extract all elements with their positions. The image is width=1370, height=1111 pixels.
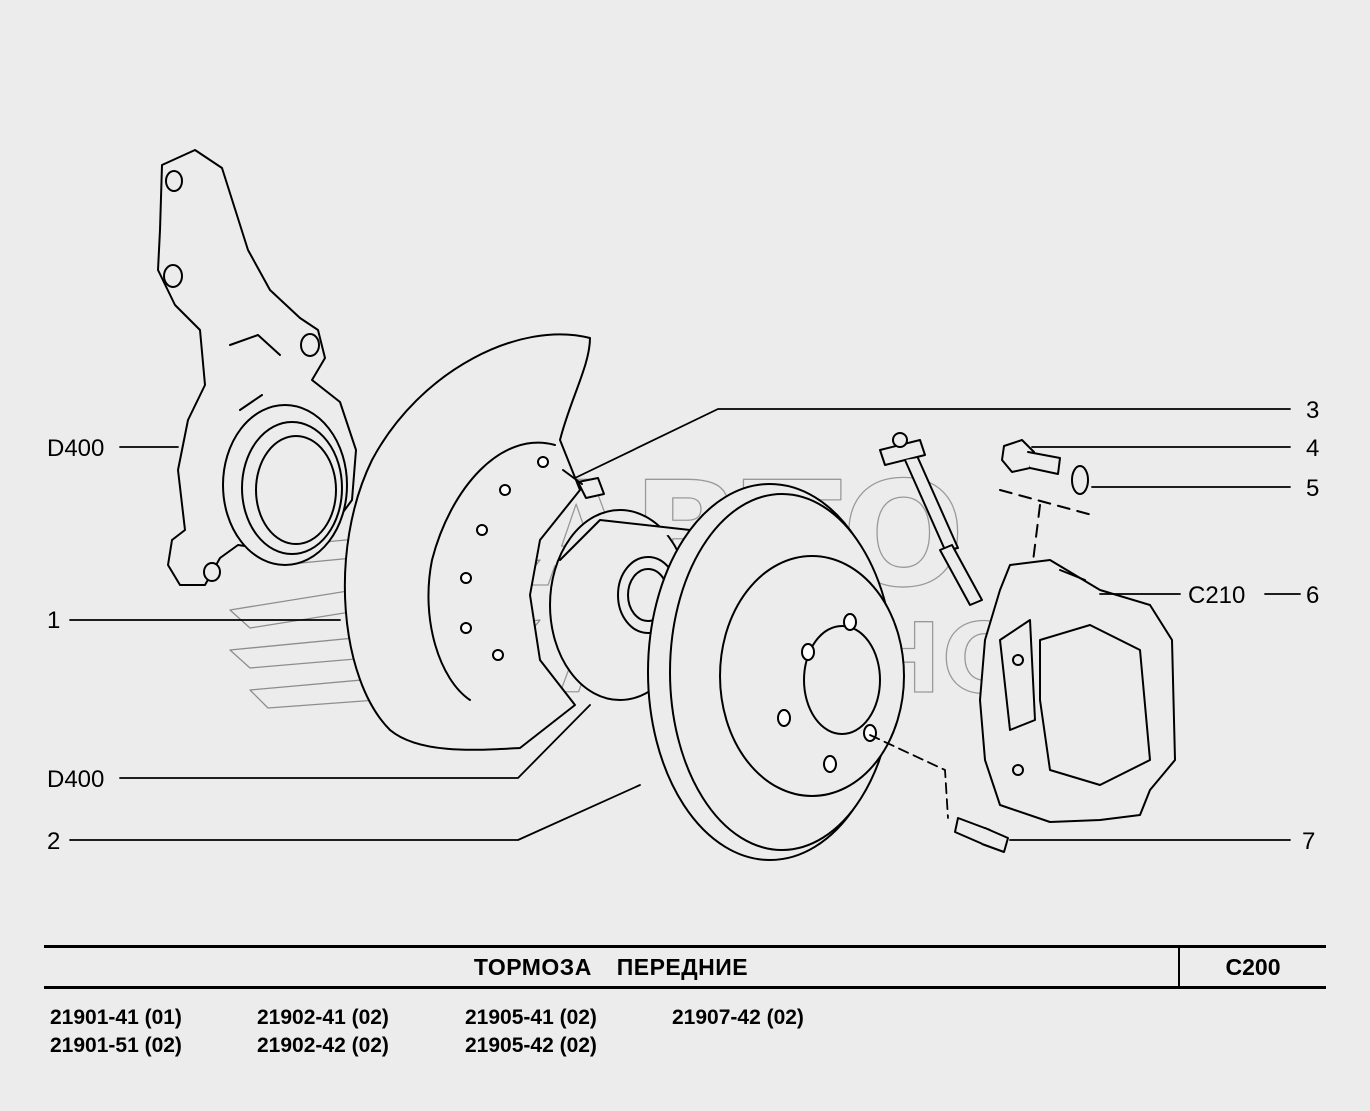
callout-3: 3: [1306, 397, 1319, 424]
brake-shield: [343, 333, 591, 751]
brake-hose: [879, 432, 983, 606]
section-code: C200: [1178, 945, 1326, 989]
callout-1: 1: [47, 607, 60, 634]
model-code: 21902-41 (02): [257, 1006, 389, 1029]
leader-lines: [69, 408, 1301, 841]
callout-6: 6: [1306, 582, 1319, 609]
wheel-stud: [954, 817, 1009, 853]
brake-disc: [647, 483, 905, 861]
shield-bolt: [562, 469, 605, 499]
brake-caliper: [979, 559, 1176, 823]
steering-knuckle: [157, 149, 357, 586]
model-code: 21905-41 (02): [465, 1006, 597, 1029]
callout-2: 2: [47, 828, 60, 855]
title-block: ТОРМОЗА ПЕРЕДНИЕ C200: [44, 945, 1326, 989]
callout-4: 4: [1306, 435, 1319, 462]
callout-7: 7: [1302, 828, 1315, 855]
caliper-bolt: [1001, 439, 1061, 475]
callout-c210: C210: [1188, 582, 1245, 609]
model-code: 21901-41 (01): [50, 1006, 182, 1029]
model-code: 21902-42 (02): [257, 1034, 389, 1057]
model-code: 21901-51 (02): [50, 1034, 182, 1057]
brake-assembly-diagram: АВТО АЛЬЯНС: [47, 149, 1319, 861]
callout-d400-knuckle: D400: [47, 435, 104, 462]
page-title: ТОРМОЗА ПЕРЕДНИЕ: [473, 954, 749, 980]
model-code: 21905-42 (02): [465, 1034, 597, 1057]
callout-5: 5: [1306, 475, 1319, 502]
caliper-washer: [1071, 465, 1089, 495]
model-code: 21907-42 (02): [672, 1006, 804, 1029]
callout-d400-shield: D400: [47, 766, 104, 793]
